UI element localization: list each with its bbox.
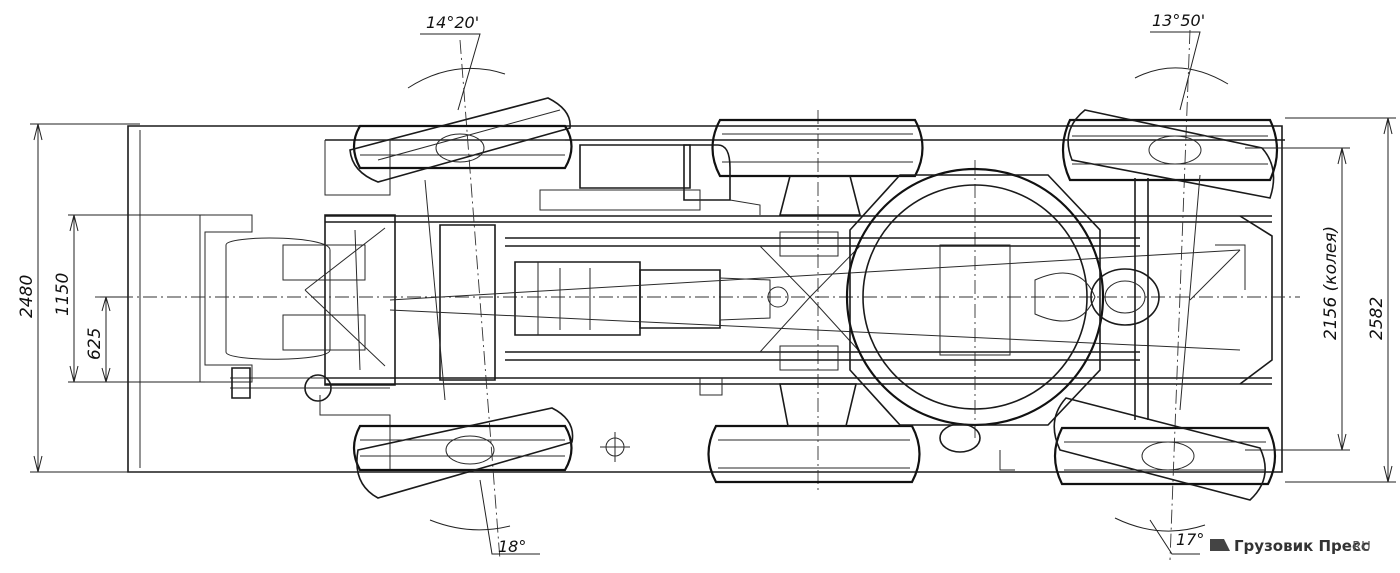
dim-track: 2156 (колея) [1321, 226, 1341, 340]
dim-frame-width: 1150 [53, 273, 73, 316]
wheel-front-bottom [352, 407, 574, 499]
top-components [539, 144, 761, 215]
angle-front-bottom: 18° [498, 537, 526, 556]
drive-shafts [389, 231, 1241, 371]
watermark: Грузовик Пресс . RU [1210, 537, 1371, 555]
truck-logo-icon [1210, 539, 1230, 551]
angle-rear-bottom: 17° [1176, 530, 1204, 549]
wheel-rear-bottom [1053, 397, 1277, 501]
wheel-middle-bottom [707, 383, 921, 484]
dim-overall-right: 2582 [1367, 297, 1387, 340]
angle-front-top: 14°20' [426, 13, 479, 32]
watermark-domain: . RU [1344, 540, 1371, 555]
axis-lines [95, 29, 1300, 561]
dim-inner-width: 625 [85, 328, 105, 360]
turning-arcs [407, 67, 1229, 532]
watermark-site: Грузовик Пресс [1234, 537, 1370, 555]
front-block [282, 214, 396, 386]
dimension-texts: 2480 1150 625 2156 (колея) 2582 [17, 226, 1387, 360]
wheel-rear-top [1061, 109, 1279, 199]
frame-rails [324, 139, 1285, 470]
wheel-front-top [349, 97, 573, 183]
steering [230, 367, 390, 416]
small-parts [424, 174, 1246, 471]
dim-overall-width: 2480 [17, 275, 37, 318]
dimension-lines [30, 117, 1396, 483]
wheel-middle-top [711, 118, 924, 216]
turntable [845, 167, 1105, 427]
angle-annotations: 14°20' 13°50' 18° 17° [420, 11, 1205, 556]
angle-rear-top: 13°50' [1152, 11, 1205, 30]
body-outline [127, 125, 1283, 473]
rear-axle [1034, 178, 1160, 420]
engine [439, 224, 789, 381]
